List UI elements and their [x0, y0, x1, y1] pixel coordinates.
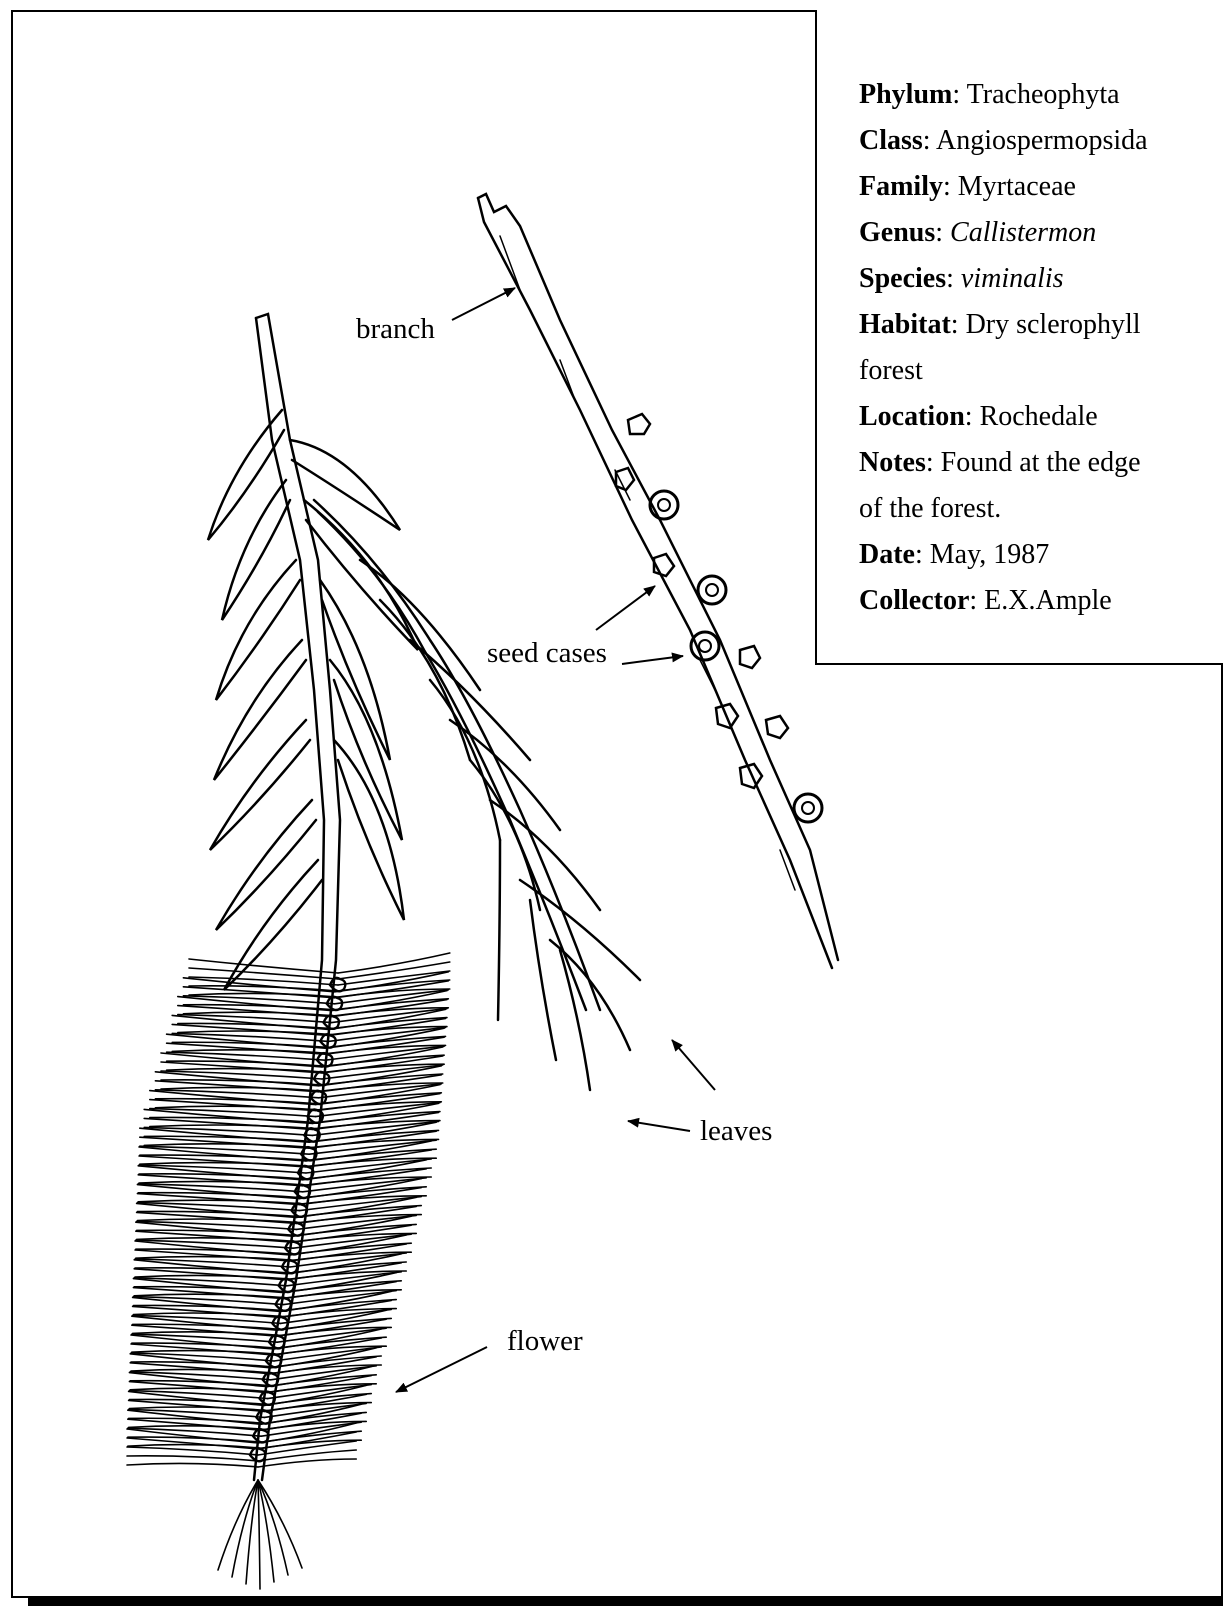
seed-cases-arrow-1 [596, 586, 655, 630]
leaf-stem [208, 314, 640, 1480]
habitat-row: Habitat: Dry sclerophyllforest [859, 302, 1219, 394]
seed-branch [478, 194, 838, 968]
annotation-arrows [396, 288, 715, 1392]
leaves-arrow-1 [672, 1040, 715, 1090]
leaves-label: leaves [700, 1115, 772, 1148]
location-row: Location: Rochedale [859, 394, 1219, 440]
seed-cases-label: seed cases [487, 637, 607, 670]
branch-label: branch [356, 313, 435, 346]
flower-arrow [396, 1347, 487, 1392]
notes-row: Notes: Found at the edgeof the forest. [859, 440, 1219, 532]
family-row: Family: Myrtaceae [859, 164, 1219, 210]
branch-arrow [452, 288, 515, 320]
flower-label: flower [507, 1325, 583, 1358]
collector-row: Collector: E.X.Ample [859, 578, 1219, 624]
genus-row: Genus: Callistermon [859, 210, 1219, 256]
class-row: Class: Angiospermopsida [859, 118, 1219, 164]
species-row: Species: viminalis [859, 256, 1219, 302]
leaves-arrow-2 [628, 1121, 690, 1131]
specimen-info-box: Phylum: Tracheophyta Class: Angiospermop… [815, 10, 1223, 665]
date-row: Date: May, 1987 [859, 532, 1219, 578]
phylum-row: Phylum: Tracheophyta [859, 72, 1219, 118]
seed-cases-arrow-2 [622, 656, 683, 664]
